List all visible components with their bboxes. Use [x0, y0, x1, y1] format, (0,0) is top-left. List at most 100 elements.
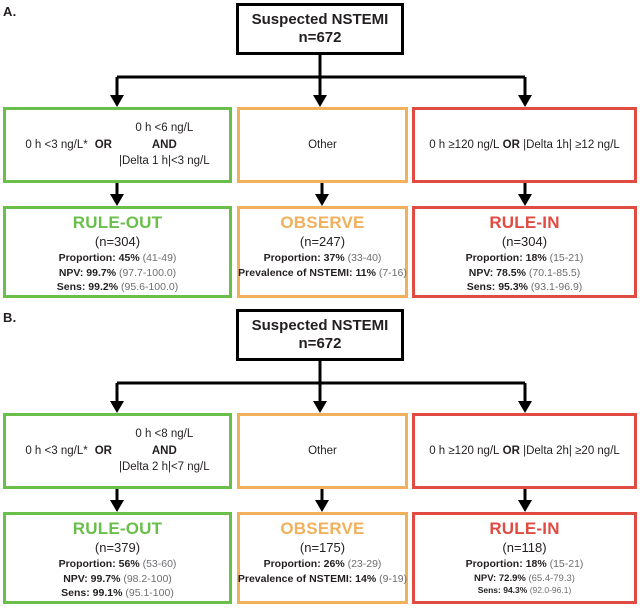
stat-value: 94.3% — [503, 584, 528, 595]
stat-value: 18% — [525, 558, 547, 571]
stat-ci: (7-16) — [378, 266, 407, 279]
outcome-stat-row: NPV: 72.9% (65.4-79.3) — [474, 572, 575, 585]
criteria-rulein-part2-b: |Delta 2h| ≥20 ng/L — [523, 445, 620, 457]
root-title-a: Suspected NSTEMI — [251, 11, 389, 29]
outcome-row-a: RULE-OUT (n=304) Proportion: 45% (41-49)… — [0, 206, 640, 298]
root-count-b: n=672 — [298, 335, 342, 352]
stat-ci: (33-40) — [347, 252, 382, 265]
outcome-title-rulein-b: RULE-IN — [489, 519, 560, 538]
stat-value: 11% — [355, 266, 376, 279]
stat-label: Prevalence of NSTEMI: — [237, 572, 353, 585]
outcome-box-ruleout-a: RULE-OUT (n=304) Proportion: 45% (41-49)… — [3, 206, 232, 298]
stat-label: NPV: — [468, 266, 494, 279]
outcome-box-rulein-a: RULE-IN (n=304) Proportion: 18% (15-21) … — [412, 206, 637, 298]
outcome-title-observe-b: OBSERVE — [280, 519, 365, 538]
outcome-row-b: RULE-OUT (n=379) Proportion: 56% (53-60)… — [0, 512, 640, 604]
stat-label: Proportion: — [263, 558, 321, 571]
stat-ci: (9-19) — [379, 572, 408, 585]
stat-label: NPV: — [474, 572, 497, 584]
outcome-stat-row: Sens: 95.3% (93.1-96.9) — [467, 280, 583, 294]
criteria-ruleout-left-b: 0 h <3 ng/L* — [25, 444, 88, 457]
outcome-box-rulein-b: RULE-IN (n=118) Proportion: 18% (15-21) … — [412, 512, 637, 604]
criteria-ruleout-line1-a: 0 h <6 ng/L — [135, 121, 194, 134]
criteria-ruleout-operator-b: OR — [94, 444, 112, 457]
stat-label: Proportion: — [465, 558, 523, 571]
stat-label: Prevalence of NSTEMI: — [238, 266, 353, 279]
stat-value: 26% — [323, 558, 345, 571]
outcome-count-rulein-b: (n=118) — [502, 539, 547, 555]
criteria-ruleout-left-a: 0 h <3 ng/L* — [25, 138, 88, 151]
stat-value: 99.7% — [90, 572, 121, 585]
outcome-title-rulein-a: RULE-IN — [489, 213, 560, 232]
outcome-stat-row: NPV: 99.7% (98.2-100) — [63, 572, 172, 586]
stat-label: Sens: — [466, 281, 496, 294]
outcome-stat-row: Prevalence of NSTEMI: 14% (9-19) — [238, 572, 407, 586]
stat-value: 99.7% — [86, 266, 117, 279]
criteria-box-observe-a: Other — [237, 107, 408, 183]
stat-value: 18% — [525, 252, 547, 265]
criteria-rulein-operator-b: OR — [502, 445, 520, 457]
outcome-stat-row: NPV: 78.5% (70.1-85.5) — [469, 266, 581, 280]
outcome-count-observe-b: (n=175) — [299, 539, 346, 555]
stat-value: 99.1% — [92, 587, 123, 600]
stat-label: Proportion: — [465, 252, 523, 265]
stat-ci: (92.0-96.1) — [529, 584, 572, 595]
criteria-ruleout-line3-b: |Delta 2 h|<7 ng/L — [118, 461, 210, 474]
outcome-count-rulein-a: (n=304) — [501, 233, 548, 249]
stat-label: Proportion: — [58, 252, 116, 265]
criteria-ruleout-operator-a: OR — [94, 138, 112, 151]
stat-label: NPV: — [63, 572, 88, 585]
outcome-stat-row: Proportion: 45% (41-49) — [59, 251, 177, 265]
stat-ci: (23-29) — [347, 558, 382, 571]
outcome-stat-row: Proportion: 56% (53-60) — [59, 557, 177, 571]
outcome-title-ruleout-b: RULE-OUT — [72, 519, 163, 538]
panel-a: A. Suspected NSTEMI n=672 0 h <3 ng/L* O… — [0, 3, 640, 298]
stat-value: 37% — [323, 252, 345, 265]
criteria-observe-text-b: Other — [308, 445, 337, 457]
criteria-to-outcome-arrows-b — [110, 489, 532, 512]
outcome-stat-row: Proportion: 37% (33-40) — [264, 251, 382, 265]
criteria-box-observe-b: Other — [237, 413, 408, 489]
stat-ci: (95.1-100) — [125, 587, 174, 600]
criteria-row-a: 0 h <3 ng/L* OR 0 h <6 ng/L AND |Delta 1… — [0, 107, 640, 183]
stat-ci: (65.4-79.3) — [528, 572, 575, 584]
criteria-box-rulein-b: 0 h ≥120 ng/L OR |Delta 2h| ≥20 ng/L — [412, 413, 637, 489]
stat-label: Sens: — [477, 584, 501, 595]
outcome-stat-row: Proportion: 18% (15-21) — [466, 251, 584, 265]
panel-label-a: A. — [3, 4, 17, 19]
panel-label-b: B. — [3, 310, 17, 325]
outcome-count-ruleout-a: (n=304) — [94, 233, 141, 249]
outcome-stat-row: NPV: 99.7% (97.7-100.0) — [59, 266, 176, 280]
root-box-b: Suspected NSTEMI n=672 — [236, 309, 404, 361]
stat-value: 95.3% — [498, 281, 528, 294]
criteria-ruleout-line1-b: 0 h <8 ng/L — [135, 427, 194, 440]
criteria-ruleout-line2-b: AND — [151, 444, 177, 457]
connector-tree-b — [110, 361, 532, 413]
stat-ci: (98.2-100) — [123, 572, 172, 585]
criteria-box-rulein-a: 0 h ≥120 ng/L OR |Delta 1h| ≥12 ng/L — [412, 107, 637, 183]
criteria-rulein-operator-a: OR — [502, 139, 520, 151]
criteria-ruleout-line3-a: |Delta 1 h|<3 ng/L — [118, 155, 210, 168]
criteria-rulein-part2-a: |Delta 1h| ≥12 ng/L — [523, 139, 620, 151]
criteria-box-ruleout-a: 0 h <3 ng/L* OR 0 h <6 ng/L AND |Delta 1… — [3, 107, 232, 183]
outcome-stat-row: Proportion: 18% (15-21) — [466, 557, 584, 571]
outcome-stat-row: Sens: 94.3% (92.0-96.1) — [478, 585, 572, 597]
criteria-ruleout-line2-a: AND — [151, 138, 177, 151]
stat-ci: (97.7-100.0) — [118, 266, 177, 279]
outcome-title-ruleout-a: RULE-OUT — [72, 213, 163, 232]
stat-label: Sens: — [61, 587, 90, 600]
outcome-count-observe-a: (n=247) — [299, 233, 346, 249]
criteria-rulein-part1-b: 0 h ≥120 ng/L — [429, 445, 500, 457]
panel-b: B. Suspected NSTEMI n=672 0 h <3 ng/L* O… — [0, 306, 640, 612]
outcome-count-ruleout-b: (n=379) — [94, 539, 141, 555]
stat-value: 99.2% — [88, 281, 119, 294]
connector-tree-a — [110, 55, 532, 107]
outcome-title-observe-a: OBSERVE — [280, 213, 365, 232]
stat-label: Proportion: — [58, 558, 116, 571]
outcome-stat-row: Proportion: 26% (23-29) — [264, 557, 382, 571]
outcome-box-observe-b: OBSERVE (n=175) Proportion: 26% (23-29) … — [237, 512, 408, 604]
stat-ci: (15-21) — [549, 558, 584, 571]
outcome-box-ruleout-b: RULE-OUT (n=379) Proportion: 56% (53-60)… — [3, 512, 232, 604]
stat-ci: (15-21) — [549, 252, 584, 265]
